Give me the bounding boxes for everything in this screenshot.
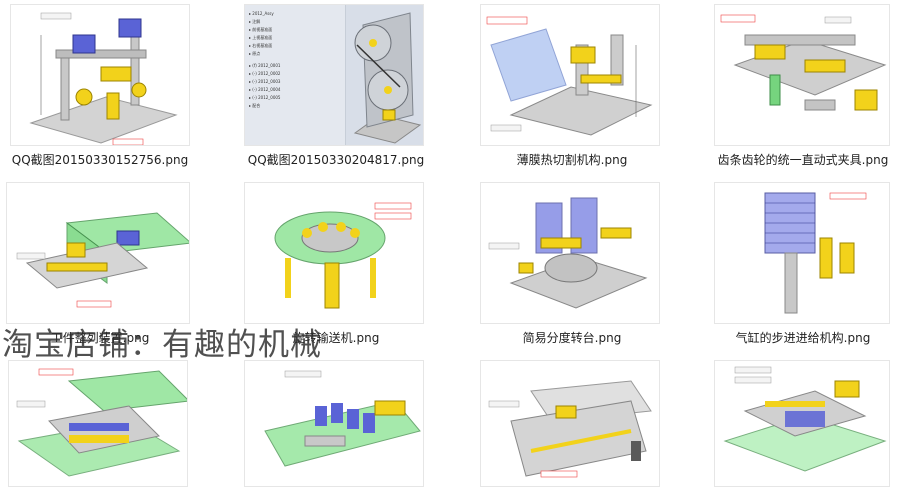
file-name-label: QQ截图20150330204817.png	[247, 153, 425, 167]
file-tile-r3c4[interactable]	[704, 356, 902, 487]
file-tile-r3c2[interactable]	[236, 356, 436, 487]
file-tile-r2c3[interactable]: 简易分度转台.png	[472, 178, 672, 348]
thumbnail-image	[714, 182, 890, 324]
file-tile-r3c3[interactable]	[472, 356, 672, 487]
thumbnail-image	[480, 182, 660, 324]
thumbnail-image	[480, 4, 660, 146]
feature-tree-panel: ▸ 2012_Assy ▸ 注解 ▸ 前视基准面 ▸ 上视基准面 ▸ 右视基准面…	[245, 5, 346, 145]
file-name-label: 简易分度转台.png	[522, 331, 622, 345]
file-tile-r3c1[interactable]	[0, 356, 200, 487]
watermark-text: 淘宝店铺：有趣的机械	[2, 327, 322, 363]
file-tile-r1c3[interactable]: 薄膜热切割机构.png	[472, 0, 672, 170]
thumbnail-image	[714, 360, 890, 487]
file-name-label: 气缸的步进进给机构.png	[735, 331, 871, 345]
file-tile-r2c4[interactable]: 气缸的步进进给机构.png	[704, 178, 902, 348]
thumbnail-image	[8, 360, 188, 487]
thumbnail-image	[6, 182, 190, 324]
file-tile-r1c1[interactable]: QQ截图20150330152756.png	[0, 0, 200, 170]
thumbnail-image: ▸ 2012_Assy ▸ 注解 ▸ 前视基准面 ▸ 上视基准面 ▸ 右视基准面…	[244, 4, 424, 146]
file-name-label: 齿条齿轮的统一直动式夹具.png	[717, 153, 889, 167]
thumbnail-image	[714, 4, 890, 146]
file-tile-r1c4[interactable]: 齿条齿轮的统一直动式夹具.png	[704, 0, 902, 170]
file-name-label: QQ截图20150330152756.png	[11, 153, 189, 167]
file-name-label: 薄膜热切割机构.png	[516, 153, 628, 167]
file-name-label: 旋转输送机.png	[292, 331, 380, 345]
file-tile-r2c1[interactable]: 工件整列装置.png	[0, 178, 200, 348]
thumbnail-image	[244, 182, 424, 324]
thumbnail-image	[244, 360, 424, 487]
file-tile-r2c2[interactable]: 旋转输送机.png	[236, 178, 436, 348]
thumbnail-image	[10, 4, 190, 146]
file-tile-r1c2[interactable]: ▸ 2012_Assy ▸ 注解 ▸ 前视基准面 ▸ 上视基准面 ▸ 右视基准面…	[236, 0, 436, 170]
file-name-label: 工件整列装置.png	[50, 331, 150, 345]
thumbnail-image	[480, 360, 660, 487]
